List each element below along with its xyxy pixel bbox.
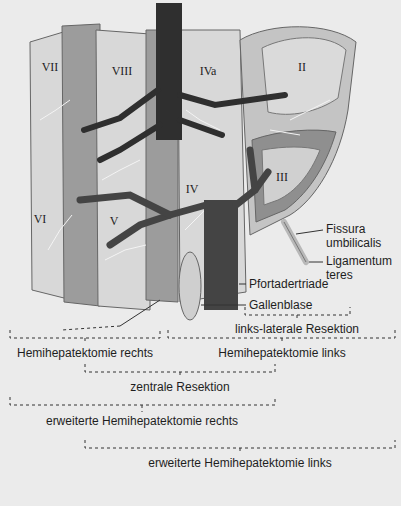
structure-label: Ligamentum teres <box>326 254 401 282</box>
resection-label: Hemihepatektomie rechts <box>17 346 153 360</box>
segment-number: IV <box>186 182 199 196</box>
segment-number: VI <box>34 212 47 226</box>
segment-number: III <box>276 170 288 184</box>
segment-number: VII <box>42 60 59 74</box>
segment-number: V <box>110 214 119 228</box>
resection-label: Hemihepatektomie links <box>218 346 345 360</box>
segment-number: IVa <box>200 64 217 78</box>
segment-number: II <box>298 60 306 74</box>
structure-label: Fissura umbilicalis <box>326 222 401 250</box>
structure-label: Gallenblase <box>249 298 312 312</box>
segment-number: VIII <box>112 64 133 78</box>
structure-label: Pfortadertriade <box>249 277 328 291</box>
resection-label: zentrale Resektion <box>130 380 229 394</box>
resection-label: links-laterale Resektion <box>235 322 359 336</box>
resection-label: erweiterte Hemihepatektomie rechts <box>46 414 238 428</box>
resection-label: erweiterte Hemihepatektomie links <box>148 456 331 470</box>
